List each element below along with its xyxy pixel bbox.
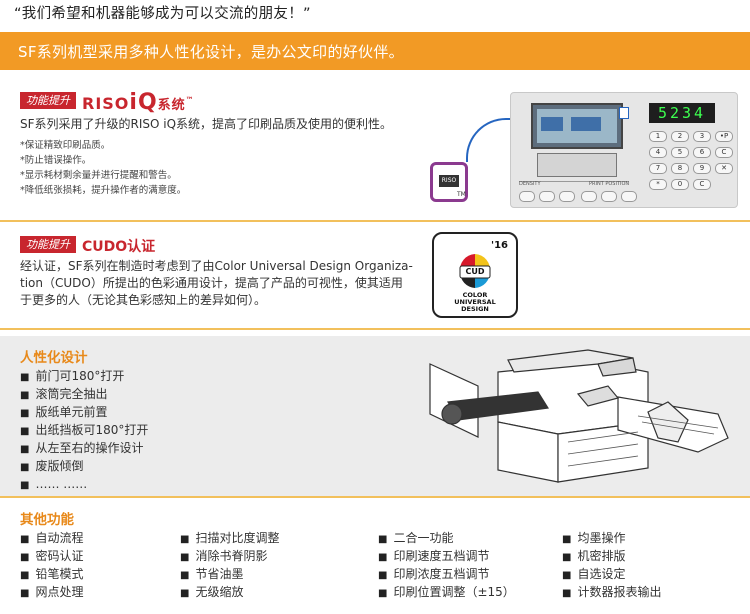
other-features-heading: 其他功能	[20, 512, 74, 528]
badge-tm: TM	[457, 191, 466, 198]
desc-line: 经认证，SF系列在制造时考虑到了由Color Universal Design …	[20, 259, 413, 273]
cud-line1: COLOR	[462, 291, 488, 299]
key-3: 3	[693, 131, 711, 142]
list-item: 网点处理	[20, 584, 83, 602]
panel-key	[519, 191, 535, 202]
features-column-4: 均墨操作 机密排版 自选设定 计数器报表输出	[562, 530, 661, 602]
key-p: •P	[715, 131, 733, 142]
badge-label: RISO iQ	[439, 175, 459, 196]
key-9: 9	[693, 163, 711, 174]
printer-illustration	[429, 349, 729, 483]
section-divider	[0, 220, 750, 222]
list-item: 机密排版	[562, 548, 661, 566]
system-label: 系统	[157, 98, 186, 113]
density-label: DENSITY	[519, 181, 541, 187]
note-item: *降低纸张损耗，提升操作者的满意度。	[20, 185, 187, 196]
list-item: 铅笔模式	[20, 566, 83, 584]
list-item: 印刷速度五档调节	[378, 548, 515, 566]
key-5: 5	[671, 147, 689, 158]
key-x: ✕	[715, 163, 733, 174]
panel-divider	[519, 181, 629, 182]
panel-key	[581, 191, 597, 202]
list-item: 二合一功能	[378, 530, 515, 548]
display-screen	[537, 109, 617, 143]
feature-tag: 功能提升	[20, 92, 76, 109]
riso-description: SF系列采用了升级的RISO iQ系统，提高了印刷品质及使用的便利性。	[20, 117, 393, 131]
cud-year: '16	[491, 240, 508, 251]
iq-label: iQ	[129, 90, 158, 115]
display-block	[571, 117, 601, 131]
cudo-description: 经认证，SF系列在制造时考虑到了由Color Universal Design …	[20, 258, 413, 309]
section-divider	[0, 328, 750, 330]
key-4: 4	[649, 147, 667, 158]
panel-key	[601, 191, 617, 202]
list-item: 前门可180°打开	[20, 368, 148, 386]
key-c: C	[715, 147, 733, 158]
print-position-label: PRINT POSITION	[589, 181, 630, 187]
cud-line3: DESIGN	[461, 305, 489, 313]
list-item: 密码认证	[20, 548, 83, 566]
panel-key	[539, 191, 555, 202]
quote-text: “我们希望和机器能够成为可以交流的朋友！”	[14, 6, 311, 22]
ergonomic-heading: 人性化设计	[20, 350, 88, 366]
panel-key	[559, 191, 575, 202]
key-7: 7	[649, 163, 667, 174]
key-8: 8	[671, 163, 689, 174]
key-star: *	[649, 179, 667, 190]
touch-display	[531, 103, 623, 149]
key-1: 1	[649, 131, 667, 142]
list-item: 消除书脊阴影	[180, 548, 279, 566]
list-item: 计数器报表输出	[562, 584, 661, 602]
cudo-title: CUDO认证	[82, 239, 156, 255]
tm-mark: ™	[185, 95, 195, 105]
list-item: 滚筒完全抽出	[20, 386, 148, 404]
control-panel-image: DENSITY PRINT POSITION 5234 1 2 3 •P 4 5…	[510, 92, 738, 208]
orange-banner: SF系列机型采用多种人性化设计，是办公文印的好伙伴。	[0, 32, 750, 70]
list-item: 均墨操作	[562, 530, 661, 548]
ergonomic-list: 前门可180°打开 滚筒完全抽出 版纸单元前置 出纸挡板可180°打开 从左至右…	[20, 368, 148, 494]
section-divider	[0, 496, 750, 498]
info-icon	[619, 107, 629, 119]
desc-line: 于更多的人（无论其色彩感知上的差异如何）。	[20, 293, 267, 307]
counter-display: 5234	[649, 103, 715, 123]
list-item: 印刷位置调整（±15）	[378, 584, 514, 602]
list-item: 出纸挡板可180°打开	[20, 422, 148, 440]
cud-logo: '16 CUD COLOR UNIVERSAL DESIGN	[432, 232, 518, 318]
key-2: 2	[671, 131, 689, 142]
list-item: 废版倾倒	[20, 458, 148, 476]
list-item: 扫描对比度调整	[180, 530, 279, 548]
feature-tag: 功能提升	[20, 236, 76, 253]
panel-key	[621, 191, 637, 202]
key-clear: C	[693, 179, 711, 190]
features-column-3: 二合一功能 印刷速度五档调节 印刷浓度五档调节 印刷位置调整（±15）	[378, 530, 515, 602]
riso-notes: *保证精致印刷品质。 *防止错误操作。 *显示耗材剩余量并进行提醒和警告。 *降…	[20, 138, 186, 198]
list-item: 节省油墨	[180, 566, 279, 584]
riso-iq-logo: RISOiQ系统™	[82, 90, 195, 115]
list-item: …… ……	[20, 476, 148, 494]
list-item: 从左至右的操作设计	[20, 440, 148, 458]
cud-emblem-icon	[459, 254, 491, 288]
display-block	[541, 117, 563, 131]
desc-line: tion（CUDO）所提出的色彩通用设计，提高了产品的可视性，使其适用	[20, 276, 403, 290]
cud-line2: UNIVERSAL	[454, 298, 496, 306]
features-column-1: 自动流程 密码认证 铅笔模式 网点处理	[20, 530, 83, 602]
list-item: 版纸单元前置	[20, 404, 148, 422]
note-item: *显示耗材剩余量并进行提醒和警告。	[20, 170, 177, 181]
list-item: 自选设定	[562, 566, 661, 584]
key-6: 6	[693, 147, 711, 158]
note-item: *保证精致印刷品质。	[20, 140, 111, 151]
note-item: *防止错误操作。	[20, 155, 92, 166]
banner-text: SF系列机型采用多种人性化设计，是办公文印的好伙伴。	[18, 43, 404, 61]
key-0: 0	[671, 179, 689, 190]
machine-diagram	[537, 153, 617, 177]
riso-iq-badge-icon: RISO iQ TM	[430, 162, 468, 202]
list-item: 自动流程	[20, 530, 83, 548]
riso-label: RISO	[82, 94, 130, 113]
cud-center-text: CUD	[465, 267, 485, 276]
list-item: 无级缩放	[180, 584, 279, 602]
features-column-2: 扫描对比度调整 消除书脊阴影 节省油墨 无级缩放	[180, 530, 279, 602]
list-item: 印刷浓度五档调节	[378, 566, 515, 584]
